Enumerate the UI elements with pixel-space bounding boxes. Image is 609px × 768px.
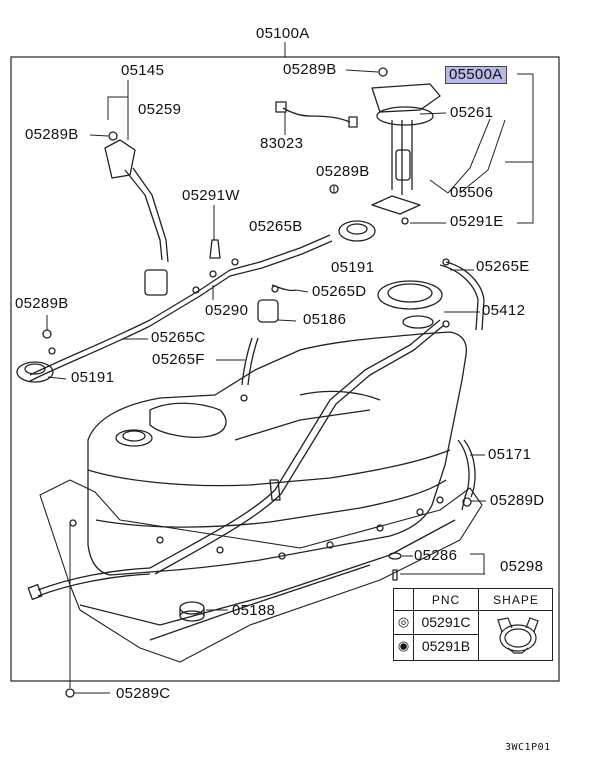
footer-code: 3WC1P01 [505,742,551,753]
label-pump-seal: 05261 [450,104,494,121]
tank-drawing [16,67,485,698]
leader-lines [46,69,534,694]
label-cap-c: 05289C [116,685,171,702]
pnc-shape-table: PNC SHAPE ◎ 05291C ◉ 05291B [393,588,553,661]
label-hose-f: 05265F [152,351,205,368]
label-ring-188: 05188 [232,602,276,619]
label-plate-412: 05412 [482,302,526,319]
label-hose-b: 05265B [249,218,303,235]
label-plate-191-top: 05191 [331,259,375,276]
label-cap-lower-left: 05289B [15,295,69,312]
label-fuel-pump: 05506 [450,184,494,201]
label-gasket-e: 05291E [450,213,504,230]
table-row-1-symbol: ◎ [397,614,410,629]
label-clip-290: 05290 [205,302,249,319]
label-washer-286: 05286 [414,547,458,564]
label-gauge-top-left: 05145 [121,62,165,79]
table-header-shape: SHAPE [493,593,539,607]
label-sensor-wire: 83023 [260,135,304,152]
label-hose-c: 05265C [151,329,206,346]
label-hose-d: 05265D [312,283,367,300]
label-cap-top: 05289B [283,61,337,78]
label-pump-module[interactable]: 05500A [445,66,507,84]
label-filter-186: 05186 [303,311,347,328]
label-assembly: 05100A [256,25,310,42]
label-grommet-w: 05291W [182,187,240,204]
hose-clamp-shape-icon [497,617,539,654]
label-cap-left: 05289B [25,126,79,143]
label-cap-mid: 05289B [316,163,370,180]
label-sender-left: 05259 [138,101,182,118]
table-row-2-pnc: 05291B [421,638,471,654]
table-header-pnc: PNC [431,593,461,607]
label-tank: 05171 [488,446,532,463]
label-plate-191-left: 05191 [71,369,115,386]
table-row-2-symbol: ◉ [397,638,410,653]
table-row-1-pnc: 05291C [421,614,471,630]
label-cap-d: 05289D [490,492,545,509]
label-hose-e: 05265E [476,258,530,275]
label-bolt-298: 05298 [500,558,544,575]
